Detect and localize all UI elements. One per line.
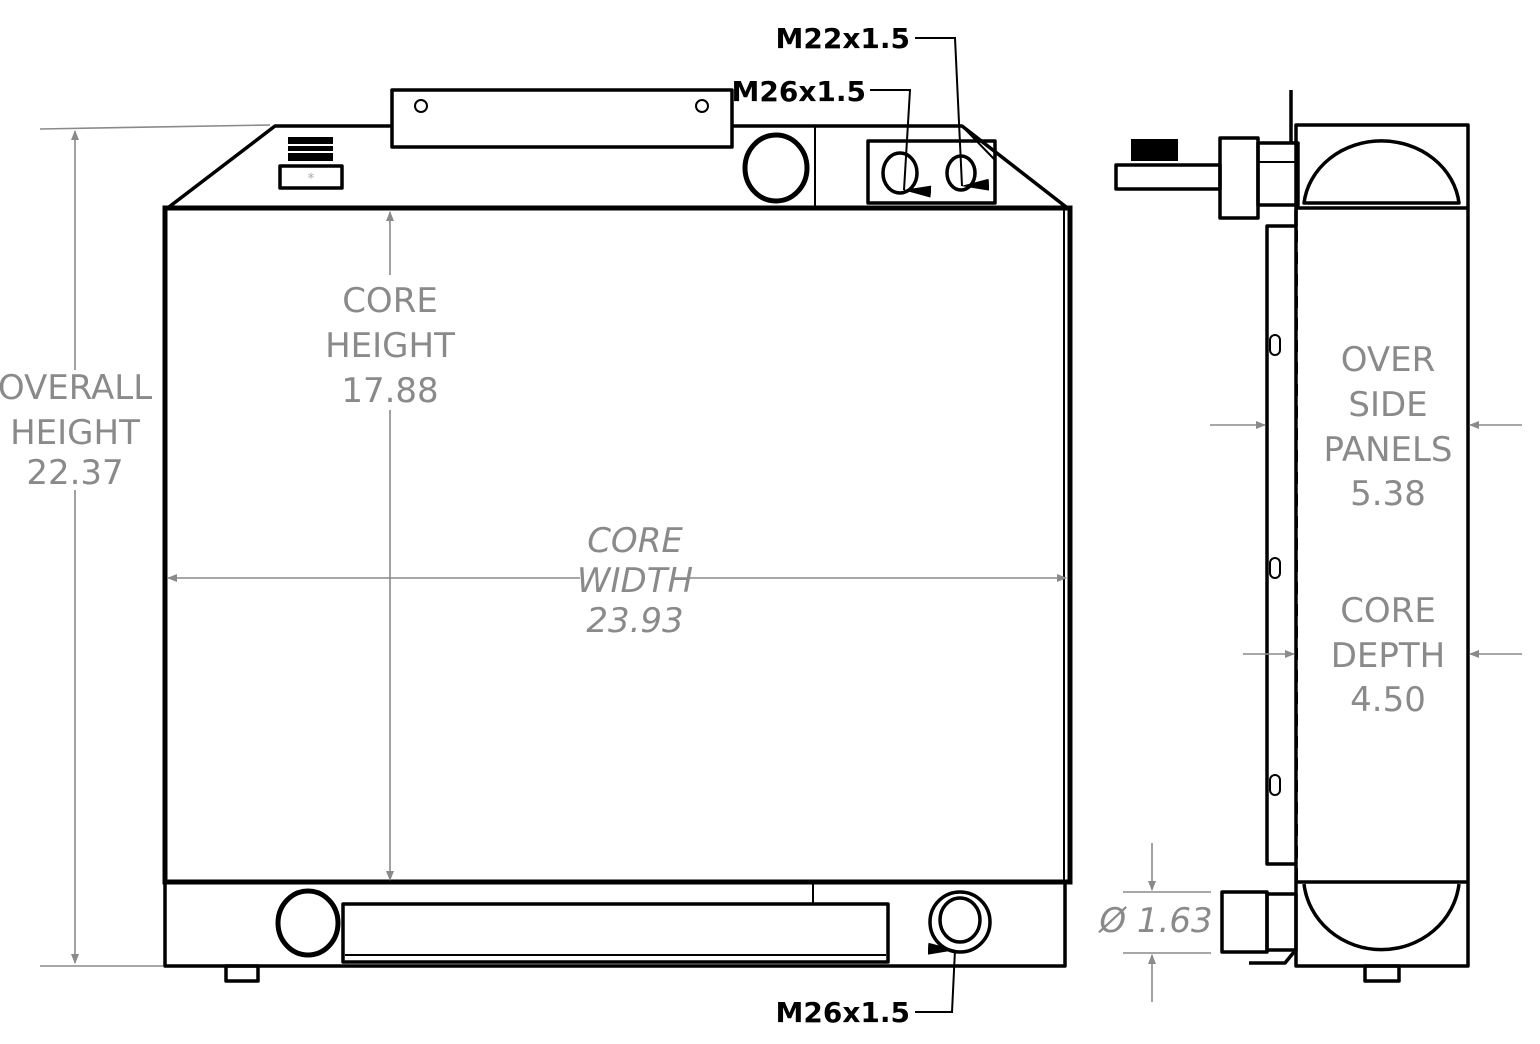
core-width-label: CORE — [587, 521, 683, 561]
top-fitting — [1114, 90, 1300, 220]
bottom-fitting — [1220, 890, 1401, 983]
cap-threads — [288, 137, 333, 161]
callout-m26-bottom: M26x1.5 — [776, 996, 911, 1029]
core-width-label: WIDTH — [577, 561, 693, 601]
core-width-value: 23.93 — [586, 601, 683, 641]
overall-height-label: OVERALL — [0, 368, 152, 408]
bottom-tank — [163, 880, 1067, 983]
drain-port-inner — [938, 896, 982, 944]
panel-slot — [1269, 334, 1281, 356]
core-depth-label: CORE — [1340, 591, 1436, 631]
panel-slot — [1269, 557, 1281, 579]
side-view: OVER SIDE PANELS 5.38 CORE DEPTH 4.50 Ø … — [1097, 90, 1522, 1002]
front-view: * OVERALL HEIGHT 22.37 CORE HEIGHT 17.88 — [0, 22, 1073, 1029]
inlet-port — [742, 132, 810, 204]
top-header-dome — [1302, 139, 1461, 205]
outlet-port — [275, 888, 341, 958]
panel-slot — [1269, 774, 1281, 796]
over-side-panels-label: SIDE — [1348, 385, 1427, 425]
bracket-hole — [414, 99, 428, 113]
port-diameter: Ø 1.63 — [1097, 901, 1212, 941]
core-height-value: 17.88 — [341, 371, 438, 411]
callout-m26-top: M26x1.5 — [732, 75, 867, 108]
core-height-label: CORE — [342, 281, 438, 321]
foot — [224, 964, 260, 983]
fitting-block — [866, 139, 997, 205]
m26-port — [881, 151, 919, 195]
cap-asterisk: * — [308, 171, 315, 187]
side-panel — [1265, 210, 1298, 866]
over-side-panels-label: PANELS — [1323, 430, 1452, 470]
core-depth-value: 4.50 — [1350, 680, 1426, 720]
callout-m22: M22x1.5 — [776, 22, 911, 55]
core-depth-label: DEPTH — [1331, 636, 1446, 676]
overall-height-value: 22.37 — [26, 453, 123, 493]
core-height-label: HEIGHT — [325, 326, 455, 366]
drain-port-outer — [928, 890, 992, 954]
overall-height-label: HEIGHT — [10, 413, 140, 453]
mounting-bracket — [390, 88, 734, 149]
bracket-hole — [695, 99, 709, 113]
top-tank: * — [163, 88, 1072, 212]
over-side-panels-value: 5.38 — [1350, 474, 1426, 514]
bottom-header-dome — [1302, 883, 1461, 952]
filler-cap — [278, 164, 344, 190]
over-side-panels-label: OVER — [1341, 340, 1436, 380]
